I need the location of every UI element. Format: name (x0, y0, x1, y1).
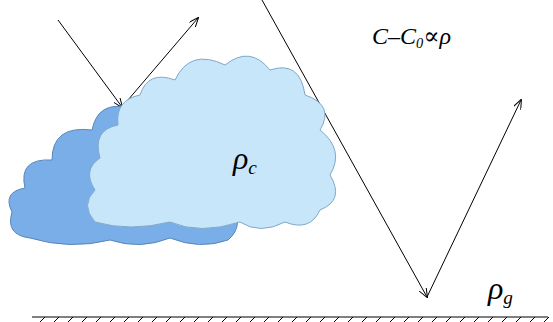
hatch-stroke (152, 317, 157, 322)
hatch-stroke (320, 317, 325, 322)
hatch-stroke (516, 317, 521, 322)
hatch-stroke (306, 317, 311, 322)
hatch-stroke (222, 317, 227, 322)
hatch-stroke (96, 317, 101, 322)
cloud-density-label: ρc (233, 142, 257, 174)
hatch-stroke (264, 317, 269, 322)
hatch-stroke (530, 317, 535, 322)
hatch-stroke (138, 317, 143, 322)
hatch-stroke (292, 317, 297, 322)
incident-ray (58, 20, 122, 107)
hatch-stroke (82, 317, 87, 322)
hatch-stroke (236, 317, 241, 322)
hatch-stroke (488, 317, 493, 322)
hatch-stroke (334, 317, 339, 322)
hatch-stroke (68, 317, 73, 322)
hatch-stroke (544, 317, 549, 322)
ground-hatching (40, 317, 549, 322)
subscript: g (503, 287, 513, 308)
hatch-stroke (54, 317, 59, 322)
hatch-stroke (376, 317, 381, 322)
hatch-stroke (446, 317, 451, 322)
hatch-stroke (432, 317, 437, 322)
hatch-stroke (194, 317, 199, 322)
hatch-stroke (502, 317, 507, 322)
subscript: 0 (416, 35, 423, 51)
hatch-stroke (40, 317, 45, 322)
hatch-stroke (110, 317, 115, 322)
front-cloud (88, 56, 336, 228)
hatch-stroke (460, 317, 465, 322)
ground-line (32, 317, 548, 318)
formula-label: C–C0∝ρ (372, 24, 451, 48)
hatch-stroke (180, 317, 185, 322)
hatch-stroke (166, 317, 171, 322)
hatch-stroke (418, 317, 423, 322)
hatch-stroke (278, 317, 283, 322)
hatch-stroke (250, 317, 255, 322)
hatch-stroke (474, 317, 479, 322)
hatch-stroke (124, 317, 129, 322)
hatch-stroke (404, 317, 409, 322)
ground-density-label: ρg (488, 272, 513, 304)
hatch-stroke (348, 317, 353, 322)
reflected-ray (427, 100, 521, 297)
cloud-shape (0, 40, 350, 255)
subscript: c (248, 157, 257, 178)
hatch-stroke (208, 317, 213, 322)
hatch-stroke (390, 317, 395, 322)
cloud: ρc (0, 40, 350, 255)
hatch-stroke (362, 317, 367, 322)
